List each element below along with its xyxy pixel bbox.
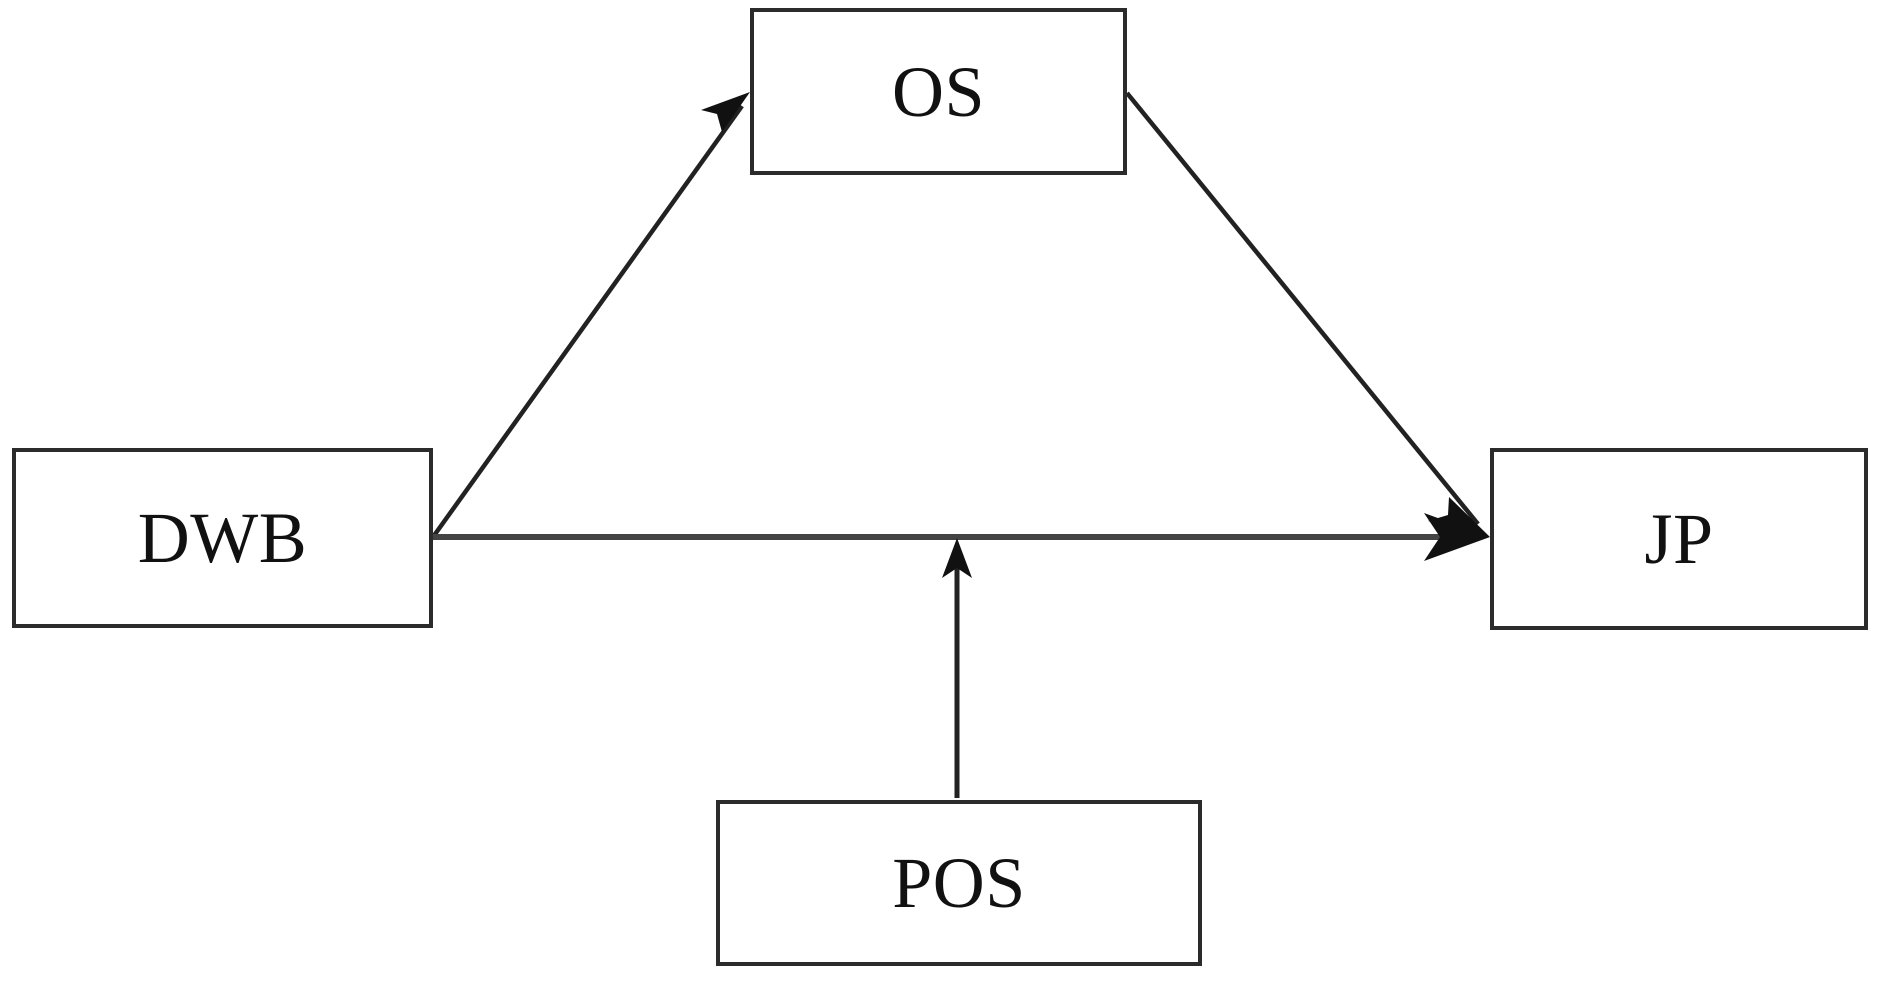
edge-os-to-jp-line	[1125, 91, 1480, 526]
node-os-label: OS	[891, 51, 986, 132]
edge-dwb-to-jp-arrowhead	[1424, 513, 1490, 561]
node-os[interactable]: OS	[750, 8, 1127, 175]
node-dwb[interactable]: DWB	[12, 448, 433, 628]
edge-pos-moderator	[942, 538, 972, 798]
edge-dwb-to-os	[431, 92, 750, 539]
node-jp-label: JP	[1644, 499, 1714, 579]
node-pos-label: POS	[892, 843, 1026, 923]
edge-dwb-to-os-arrowhead	[701, 92, 750, 132]
node-dwb-label: DWB	[137, 498, 308, 578]
node-jp[interactable]: JP	[1490, 448, 1868, 630]
edge-dwb-to-os-line	[431, 104, 744, 539]
edge-pos-moderator-arrowhead	[942, 538, 972, 578]
node-pos[interactable]: POS	[716, 800, 1202, 966]
edge-dwb-to-jp	[433, 513, 1490, 561]
edge-os-to-jp	[1125, 91, 1490, 537]
edge-os-to-jp-arrowhead	[1428, 497, 1490, 537]
